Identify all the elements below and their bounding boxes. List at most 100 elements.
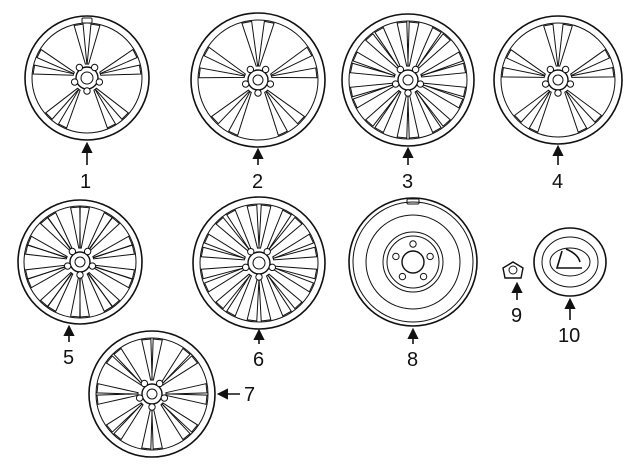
- wheel-part-4[interactable]: [493, 15, 623, 145]
- spoke: [39, 216, 73, 253]
- spoke: [272, 246, 318, 261]
- spoke: [113, 403, 144, 441]
- spoke: [200, 265, 246, 280]
- spoke: [265, 89, 306, 125]
- lug-hole: [75, 63, 84, 72]
- lug-hole: [419, 272, 428, 281]
- spoke: [258, 204, 272, 249]
- spoke: [70, 206, 81, 249]
- lug-hole: [268, 263, 277, 272]
- lug-hole: [263, 247, 271, 256]
- spoke: [92, 244, 136, 260]
- lug-hole: [426, 252, 434, 261]
- spoke: [564, 90, 588, 133]
- wheel-7-lugs: [135, 379, 169, 411]
- spoke: [79, 275, 90, 318]
- spoke: [374, 90, 402, 134]
- spoke: [364, 33, 401, 71]
- lug-hole: [409, 240, 417, 248]
- spoke: [151, 338, 163, 381]
- spoke: [570, 48, 611, 77]
- lug-hole: [140, 379, 149, 388]
- spoke: [161, 355, 199, 386]
- spoke: [215, 273, 251, 310]
- spoke: [420, 83, 464, 109]
- spare-wheel-part-8[interactable]: [348, 197, 478, 327]
- spoke: [557, 23, 573, 67]
- wheel-part-5[interactable]: [17, 199, 143, 325]
- lug-hole: [266, 80, 275, 88]
- spoke: [364, 89, 401, 127]
- spoke: [352, 83, 396, 109]
- spoke: [246, 204, 260, 249]
- wheel-part-1[interactable]: [24, 15, 150, 141]
- spoke: [113, 347, 144, 385]
- spoke: [265, 274, 292, 317]
- spoke: [44, 87, 80, 120]
- lug-hole: [76, 271, 84, 279]
- lug-hole: [255, 273, 263, 281]
- spoke: [203, 46, 246, 77]
- spoke: [93, 88, 117, 129]
- wheel-part-7[interactable]: [88, 330, 216, 458]
- spoke: [165, 393, 208, 405]
- wheel-part-3[interactable]: [341, 13, 475, 147]
- wheel-3-lugs: [391, 65, 425, 97]
- lug-hole: [391, 80, 400, 88]
- lug-hole: [398, 272, 407, 281]
- lug-hole: [566, 80, 575, 88]
- wheel-1-spokes: [32, 23, 142, 129]
- spoke: [86, 23, 101, 65]
- spoke: [39, 271, 73, 308]
- lug-hole: [135, 394, 144, 402]
- lug-hole: [541, 80, 550, 88]
- lug-hole: [554, 89, 562, 97]
- lug-hole: [411, 65, 420, 74]
- lug-hole: [241, 263, 250, 272]
- spoke: [57, 88, 81, 129]
- spoke: [200, 246, 246, 261]
- spoke: [96, 383, 139, 395]
- spoke: [352, 51, 396, 77]
- wheel-part-6[interactable]: [192, 196, 326, 330]
- lug-hole: [261, 65, 270, 74]
- wheel-5-lugs: [63, 247, 97, 279]
- spoke: [92, 264, 136, 280]
- part-label-1: 1: [80, 171, 91, 193]
- wheel-part-2[interactable]: [190, 12, 326, 148]
- spoke: [141, 338, 153, 381]
- lug-hole: [241, 80, 250, 88]
- lug-hole: [247, 247, 255, 256]
- spoke: [420, 62, 467, 78]
- lug-hole: [90, 63, 99, 72]
- spoke: [226, 274, 253, 317]
- spoke: [265, 209, 292, 252]
- lug-hole: [561, 65, 570, 74]
- part-label-3: 3: [402, 171, 413, 193]
- spoke: [94, 87, 130, 120]
- spoke: [414, 90, 442, 134]
- spoke: [270, 67, 318, 79]
- spoke: [96, 393, 139, 405]
- part-label-4: 4: [552, 171, 563, 193]
- spoke: [161, 402, 199, 433]
- part-label-10: 10: [558, 325, 580, 347]
- spoke: [570, 66, 615, 78]
- center-cap-part-10[interactable]: [533, 227, 607, 297]
- spoke: [47, 211, 74, 252]
- spoke: [165, 383, 208, 395]
- lug-hole: [416, 80, 425, 88]
- spoke: [420, 51, 464, 77]
- valve-part-9[interactable]: [502, 261, 524, 279]
- spoke: [86, 211, 113, 252]
- spoke: [86, 272, 113, 313]
- lug-hole: [83, 87, 91, 95]
- spoke: [47, 272, 74, 313]
- spoke: [543, 23, 559, 67]
- spoke: [36, 48, 75, 75]
- part-label-6: 6: [253, 349, 264, 371]
- lug-hole: [95, 78, 104, 86]
- spoke: [501, 66, 546, 78]
- spoke: [141, 407, 153, 450]
- spoke: [24, 244, 68, 260]
